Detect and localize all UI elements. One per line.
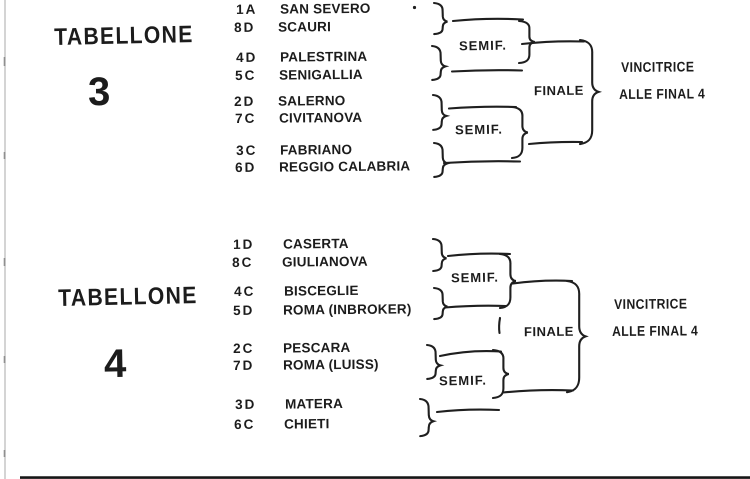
team-seed: 2C (232, 340, 255, 356)
stray-dot (412, 5, 417, 10)
semifinal-label: SEMIF. (454, 121, 504, 138)
team-name: PALESTRINA (279, 48, 368, 65)
team-name: CASERTA (282, 235, 349, 252)
team-row: 7D ROMA (LUISS) (232, 356, 379, 373)
pair-brace (418, 397, 435, 438)
team-name: ROMA (LUISS) (282, 356, 379, 373)
team-row: 6D REGGIO CALABRIA (234, 158, 411, 175)
team-row: 2D SALERNO (233, 93, 346, 109)
team-seed: 7D (232, 357, 255, 373)
winner-note-line2: ALLE FINAL 4 (618, 85, 706, 102)
connector-line (435, 408, 501, 414)
team-name: GIULIANOVA (281, 253, 368, 270)
team-name: REGGIO CALABRIA (278, 158, 411, 175)
team-name: SAN SEVERO (279, 0, 371, 17)
team-seed: 6C (233, 416, 256, 432)
team-row: 3D MATERA (234, 396, 344, 412)
team-row: 7C CIVITANOVA (234, 109, 363, 126)
pair-brace (432, 141, 449, 179)
team-row: 6C CHIETI (233, 416, 330, 432)
semifinal-brace (491, 348, 510, 400)
team-seed: 3C (235, 142, 258, 158)
team-seed: 8D (233, 19, 256, 35)
team-row: 4D PALESTRINA (235, 48, 368, 65)
connector-line (446, 252, 512, 258)
bracket-number: 3 (87, 69, 111, 115)
team-row: 5C SENIGALLIA (234, 66, 363, 83)
team-row: 8D SCAURI (233, 19, 332, 35)
team-name: PESCARA (282, 339, 351, 356)
team-seed: 3D (234, 396, 257, 412)
team-name: SALERNO (277, 93, 346, 109)
team-seed: 2D (233, 93, 256, 109)
pair-brace (430, 44, 447, 82)
team-seed: 5C (234, 67, 257, 83)
team-row: 2C PESCARA (232, 339, 351, 356)
pair-brace (431, 237, 448, 273)
connector-line (442, 160, 522, 165)
team-name: FABRIANO (279, 141, 353, 158)
pair-brace (432, 286, 449, 321)
connector-line (511, 279, 574, 285)
final-label: FINALE (533, 82, 585, 99)
team-name: CIVITANOVA (278, 109, 363, 126)
bracket-number: 4 (103, 341, 127, 387)
semifinal-label: SEMIF. (450, 269, 500, 286)
team-name: ROMA (INBROKER) (282, 301, 412, 318)
connector-line (447, 105, 518, 110)
team-seed: 7C (234, 110, 257, 126)
team-name: SENIGALLIA (278, 66, 363, 83)
pair-brace (432, 1, 449, 36)
team-seed: 8C (231, 254, 254, 270)
team-row: 1D CASERTA (232, 235, 349, 252)
team-row: 5D ROMA (INBROKER) (232, 301, 412, 318)
team-seed: 6D (234, 159, 257, 175)
team-seed: 4D (235, 49, 258, 65)
connector-line (527, 140, 584, 146)
semifinal-label: SEMIF. (438, 372, 488, 389)
team-seed: 1A (235, 1, 258, 17)
team-row: 1A SAN SEVERO (235, 0, 371, 17)
connector-line (443, 304, 508, 309)
team-seed: 1D (232, 236, 255, 252)
stray-tick (498, 316, 502, 335)
connector-line (450, 69, 524, 73)
team-seed: 4C (233, 283, 256, 299)
team-name: BISCEGLIE (283, 282, 359, 299)
team-name: CHIETI (283, 416, 330, 432)
connector-line (451, 17, 525, 23)
semifinal-label: SEMIF. (458, 37, 508, 54)
team-seed: 5D (232, 302, 255, 318)
bracket-title: TABELLONE (57, 282, 198, 312)
pair-brace (431, 93, 448, 132)
connector-line (501, 389, 575, 394)
team-row: 4C BISCEGLIE (233, 282, 359, 299)
team-row: 3C FABRIANO (235, 141, 353, 158)
semifinal-brace (498, 252, 517, 310)
bracket-title: TABELLONE (53, 21, 194, 51)
team-row: 8C GIULIANOVA (231, 253, 368, 270)
final-label: FINALE (523, 323, 575, 340)
winner-note-line1: VINCITRICE (613, 295, 688, 312)
winner-note-line1: VINCITRICE (620, 58, 695, 75)
connector-line (520, 40, 586, 46)
team-name: SCAURI (277, 19, 332, 35)
winner-note-line2: ALLE FINAL 4 (611, 322, 699, 339)
team-name: MATERA (284, 396, 344, 412)
semifinal-brace (510, 105, 529, 160)
connector-line (438, 349, 503, 358)
